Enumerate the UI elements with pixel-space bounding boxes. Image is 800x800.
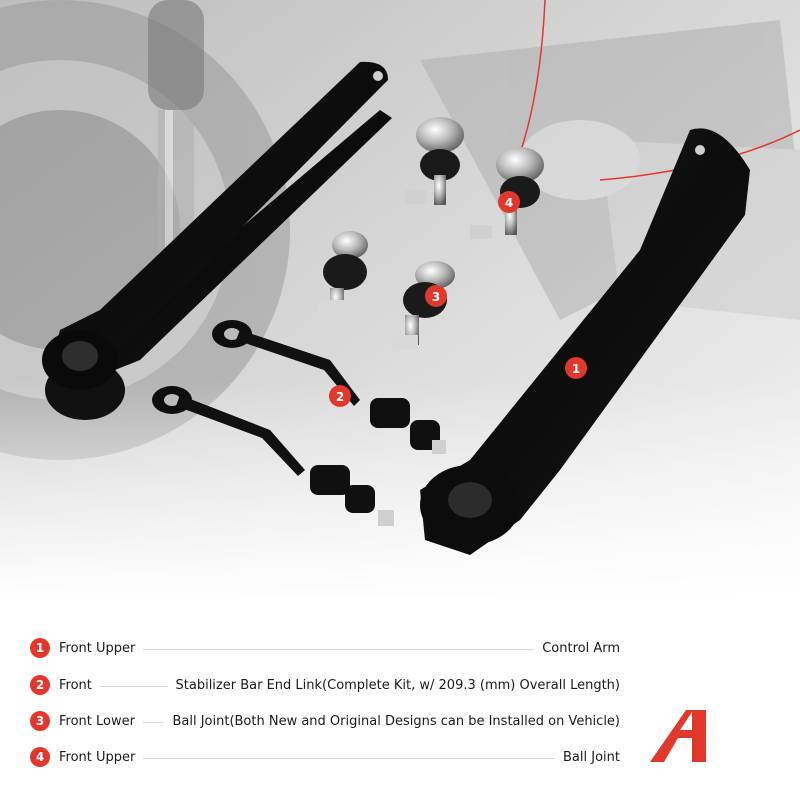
ball-joint-upper-left (405, 117, 464, 205)
leader-line (143, 757, 556, 759)
leader-line (99, 685, 168, 687)
photo-badge-3: 3 (425, 285, 447, 307)
leader-line (142, 721, 165, 723)
leader-line (143, 648, 535, 650)
photo-badge-1: 1 (565, 357, 587, 379)
photo-badge-4-text: 4 (505, 196, 513, 210)
product-photo: 1 2 3 4 (0, 0, 800, 600)
legend-number-badge: 1 (30, 638, 50, 658)
legend-part-name: Ball Joint(Both New and Original Designs… (172, 713, 620, 729)
stabilizer-link-lower (152, 386, 394, 526)
product-illustration: 1 2 3 4 (0, 0, 800, 600)
photo-badge-1-text: 1 (572, 362, 580, 376)
legend-number-badge: 4 (30, 747, 50, 767)
legend-position: Front Lower (59, 713, 135, 729)
legend-number-badge: 3 (30, 711, 50, 731)
legend-row-2: 2 Front Stabilizer Bar End Link(Complete… (30, 674, 620, 696)
photo-badge-2-text: 2 (336, 390, 344, 404)
legend-row-4: 4 Front Upper Ball Joint (30, 746, 620, 768)
photo-badge-3-text: 3 (432, 290, 440, 304)
legend-part-name: Ball Joint (563, 749, 620, 765)
photo-badge-2: 2 (329, 385, 351, 407)
ball-joint-lower-right (392, 261, 455, 349)
photo-badge-4: 4 (498, 191, 520, 213)
control-arm-left-front (42, 61, 388, 390)
brand-logo-icon (650, 708, 772, 764)
legend-position: Front (59, 677, 92, 693)
legend-row-3: 3 Front Lower Ball Joint(Both New and Or… (30, 710, 620, 732)
legend-position: Front Upper (59, 749, 136, 765)
legend-position: Front Upper (59, 640, 136, 656)
legend-row-1: 1 Front Upper Control Arm (30, 637, 620, 659)
legend-part-name: Control Arm (542, 640, 620, 656)
legend-number-badge: 2 (30, 675, 50, 695)
ball-joint-lower-left (318, 231, 368, 314)
legend-part-name: Stabilizer Bar End Link(Complete Kit, w/… (175, 677, 620, 693)
stabilizer-link-upper (212, 320, 446, 454)
parts-legend: 1 Front Upper Control Arm 2 Front Stabil… (0, 600, 800, 800)
control-arm-right (420, 128, 750, 556)
